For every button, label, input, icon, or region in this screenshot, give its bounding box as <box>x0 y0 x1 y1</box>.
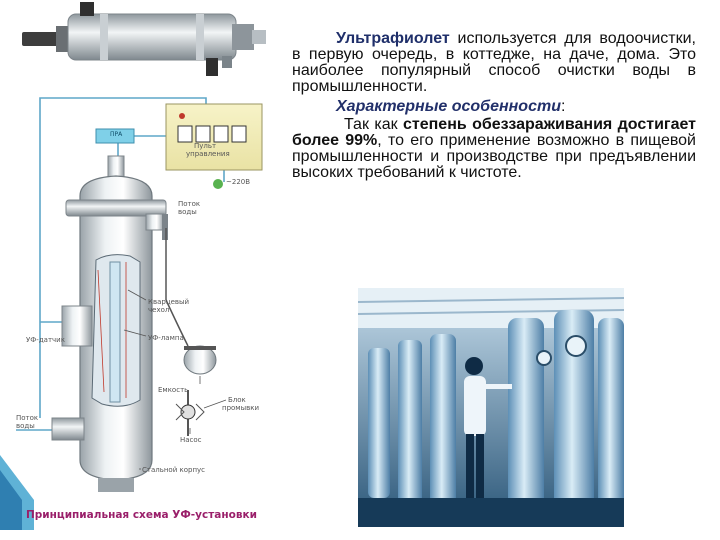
features-heading-text: Характерные особенности <box>336 98 561 115</box>
industrial-uv-plant-photo <box>358 288 624 527</box>
features-heading: Характерные особенности: <box>292 99 696 115</box>
intro-paragraph: Ультрафиолет используется для водоочистк… <box>292 31 696 95</box>
features-start: Так как <box>344 116 403 133</box>
label-quartz-1: Кварцевый <box>148 298 190 306</box>
features-paragraph: Так как степень обеззараживания достигае… <box>292 117 696 181</box>
label-console-2: управления <box>186 150 230 158</box>
label-uv-lamp: УФ-лампа <box>148 334 184 342</box>
intro-rest: используется для водоочистки, в первую о… <box>292 30 696 95</box>
control-console <box>165 103 263 189</box>
uv-installation-diagram: ПРА Пульт управления ~220В Поток воды Кв… <box>0 0 290 530</box>
diagram-drawing <box>0 2 266 530</box>
label-console-1: Пульт <box>194 142 217 150</box>
diagram-caption: Принципиальная схема УФ-установки <box>26 509 257 521</box>
label-uv-sensor: УФ-датчик <box>26 336 65 344</box>
label-quartz-2: чехол <box>148 306 170 314</box>
flush-equipment <box>165 228 217 436</box>
term-ultraviolet: Ультрафиолет <box>336 30 450 47</box>
label-water-in-1: Поток <box>16 414 39 422</box>
corner-decoration <box>0 455 34 530</box>
uv-sterilizer-unit <box>22 2 266 76</box>
main-vessel <box>51 155 168 492</box>
features-colon: : <box>560 98 566 115</box>
label-tank: Емкость <box>158 386 189 394</box>
label-body: Стальной корпус <box>142 466 206 474</box>
label-flush-2: промывки <box>222 404 260 412</box>
features-rest: , то его применение возможно в пищевой п… <box>292 132 696 181</box>
label-water-out-2: воды <box>178 208 197 216</box>
pra-box <box>95 128 135 144</box>
label-voltage: ~220В <box>226 178 251 186</box>
label-pump: Насос <box>180 436 202 444</box>
text-block: Ультрафиолет используется для водоочистк… <box>292 31 696 181</box>
leader-lines <box>123 289 227 470</box>
label-pra: ПРА <box>110 131 123 138</box>
photo-drawing <box>358 288 624 527</box>
label-flush-1: Блок <box>228 396 246 404</box>
label-water-out-1: Поток <box>178 200 201 208</box>
label-water-in-2: воды <box>16 422 35 430</box>
features-bold: степень обеззараживания достигает более … <box>292 116 697 149</box>
